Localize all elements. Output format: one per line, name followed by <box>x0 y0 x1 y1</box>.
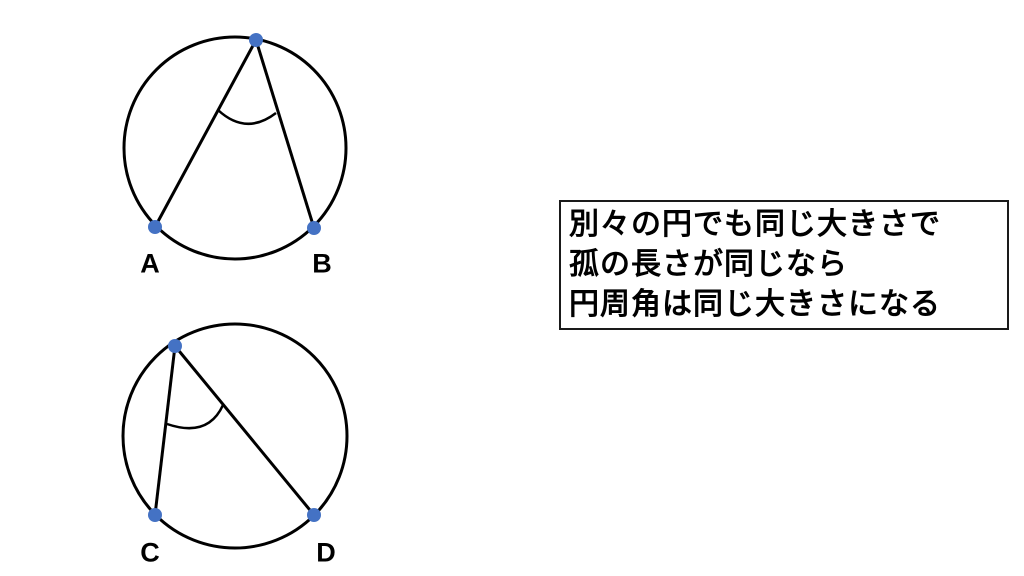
chord-vertex-to-b <box>254 39 316 229</box>
label-a: A <box>140 248 160 279</box>
angle-marker-bottom <box>166 404 225 430</box>
vertex-point-bottom <box>168 339 182 353</box>
point-a <box>148 220 162 234</box>
label-d: D <box>316 537 336 568</box>
circle-bottom <box>121 322 349 550</box>
angle-marker-top <box>217 109 277 126</box>
figure-bottom <box>121 322 349 550</box>
point-d <box>307 508 321 522</box>
note-line-1: 別々の円でも同じ大きさで <box>569 207 941 242</box>
circle-top <box>122 35 348 261</box>
point-c <box>148 508 162 522</box>
explanation-box: 別々の円でも同じ大きさで 孤の長さが同じなら 円周角は同じ大きさになる <box>559 200 1009 330</box>
label-c: C <box>140 537 160 568</box>
note-line-2: 孤の長さが同じなら <box>569 247 848 282</box>
note-line-3: 円周角は同じ大きさになる <box>569 287 941 322</box>
chord-vertex-to-a <box>153 39 258 228</box>
figure-top <box>122 33 348 261</box>
label-b: B <box>312 248 332 279</box>
chord-vertex-to-c <box>153 345 177 516</box>
vertex-point-top <box>249 33 263 47</box>
chord-vertex-to-d <box>173 345 316 516</box>
point-b <box>307 221 321 235</box>
